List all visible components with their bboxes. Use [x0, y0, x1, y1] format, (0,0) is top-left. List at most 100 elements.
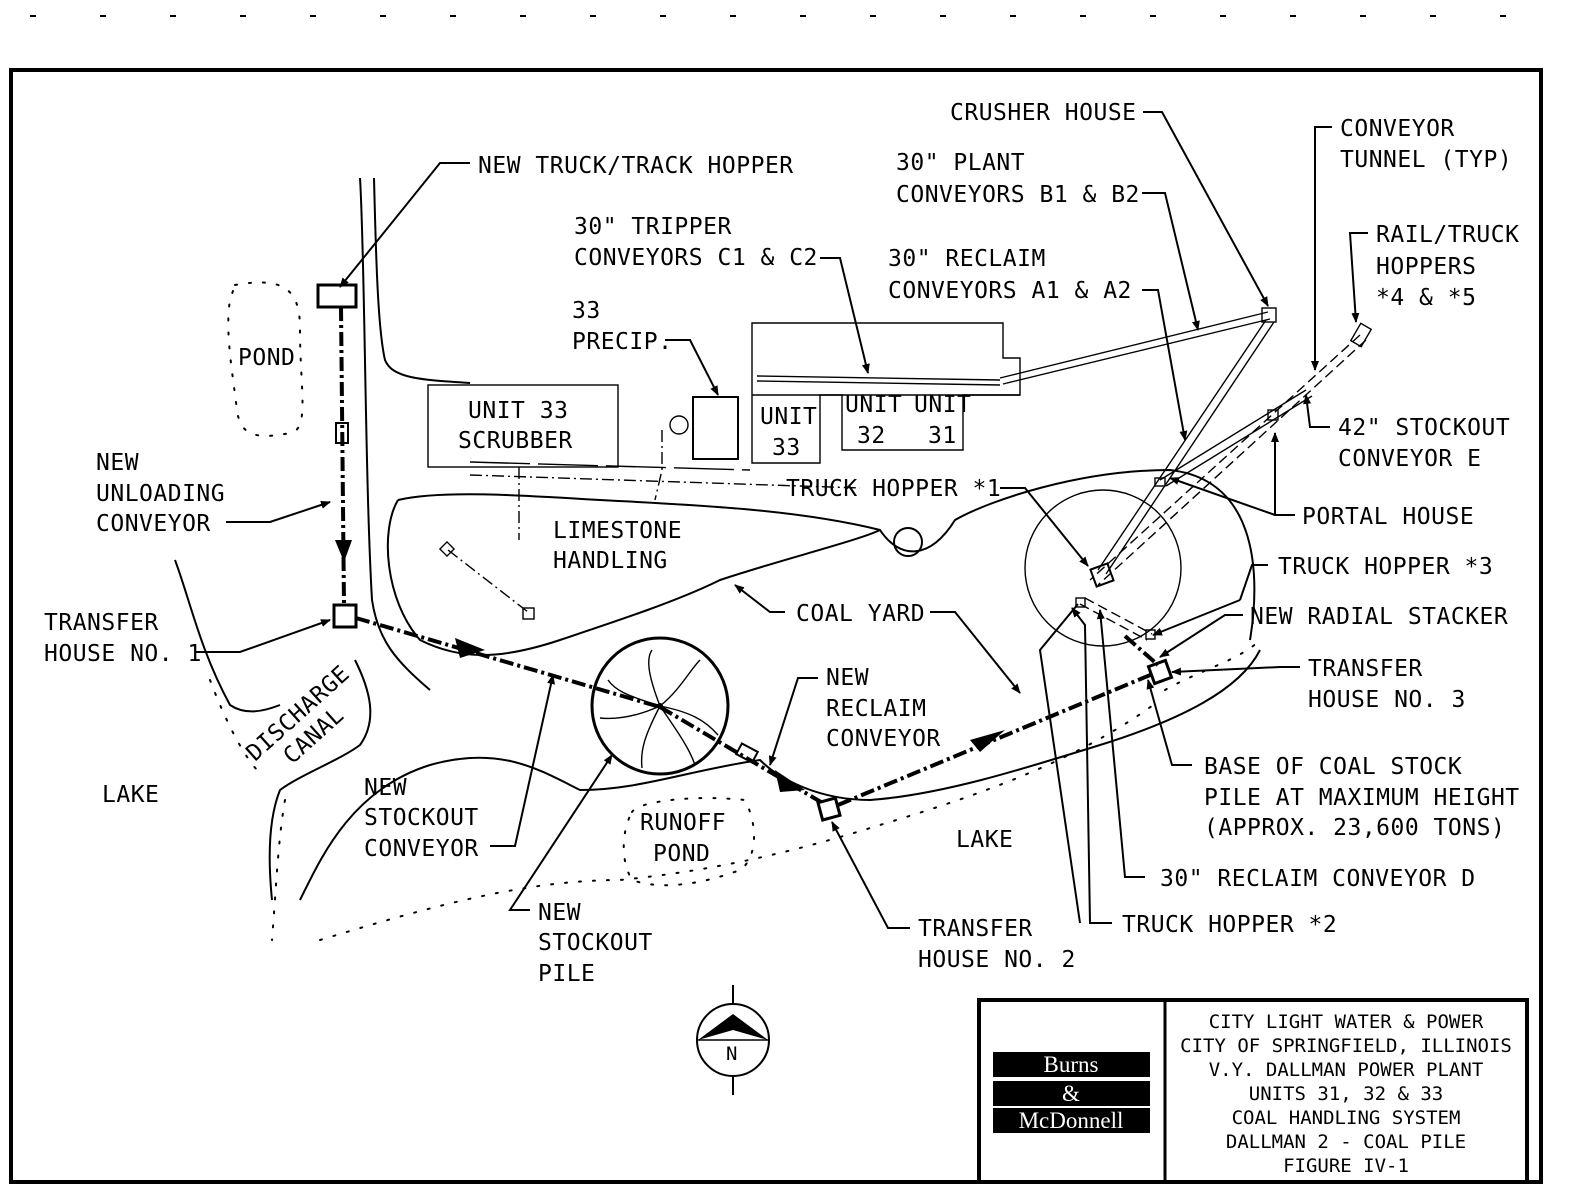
- leader-truck-hopper-1: [1000, 487, 1089, 567]
- label-base-coal-3: (APPROX. 23,600 TONS): [1204, 815, 1505, 841]
- plant-boundary-dashdot: [469, 474, 861, 489]
- label-stockout-e-1: 42" STOCKOUT: [1338, 415, 1510, 441]
- new-conveyor-to-th3: [837, 671, 1156, 807]
- leader-conveyor-tunnel: [1311, 126, 1332, 371]
- label-conveyor-tunnel-2: TUNNEL (TYP): [1340, 147, 1512, 173]
- reclaim-conveyor-a1: [1097, 319, 1267, 571]
- limestone-transfer: [522, 607, 535, 620]
- label-new-reclaim-3: CONVEYOR: [826, 726, 941, 752]
- leader-new-stockout-pile: [508, 754, 613, 911]
- reclaim-conveyor-a2: [1105, 321, 1275, 575]
- label-precip-1: 33: [572, 298, 601, 324]
- label-new-stockout-pile-2: STOCKOUT: [538, 930, 653, 956]
- title-block: Burns & McDonnell CITY LIGHT WATER & POW…: [977, 998, 1529, 1184]
- label-new-stockout-pile-1: NEW: [538, 900, 581, 926]
- label-lake-left: LAKE: [102, 782, 159, 808]
- leader-new-unloading: [226, 501, 331, 523]
- label-transfer-house-3-a: TRANSFER: [1308, 656, 1423, 682]
- limestone-hopper: [438, 540, 456, 558]
- label-lake-right: LAKE: [956, 827, 1013, 853]
- leader-portal-house-1: [1271, 432, 1295, 516]
- label-unit33-num: 33: [772, 435, 801, 461]
- canal-dotted-left: [209, 679, 263, 776]
- title-line-6: DALLMAN 2 - COAL PILE: [1226, 1131, 1466, 1153]
- label-portal-house: PORTAL HOUSE: [1302, 504, 1474, 530]
- unloading-flow-arrow: [335, 540, 352, 562]
- leader-coal-yard-1: [734, 584, 785, 613]
- text-labels: NEW TRUCK/TRACK HOPPER POND UNIT 33 SCRU…: [44, 100, 1520, 987]
- new-stockout-pile: [590, 636, 730, 776]
- leader-tripper: [820, 257, 870, 374]
- label-rail-truck-2: HOPPERS: [1376, 254, 1476, 280]
- pond-outline: [227, 281, 304, 437]
- reclaim-conveyor-d: [1084, 597, 1153, 635]
- logo-line-3: McDonnell: [1019, 1108, 1124, 1133]
- label-new-unloading-3: CONVEYOR: [96, 511, 211, 537]
- label-plant-conveyors-2: CONVEYORS B1 & B2: [896, 182, 1140, 208]
- label-new-unloading-2: UNLOADING: [96, 481, 225, 507]
- title-line-2: CITY OF SPRINGFIELD, ILLINOIS: [1180, 1035, 1512, 1057]
- label-runoff-2: POND: [653, 841, 710, 867]
- rail-truck-conveyor-1: [1089, 334, 1361, 581]
- label-unit31: UNIT: [914, 392, 971, 418]
- leader-precip: [665, 339, 719, 396]
- label-new-reclaim-1: NEW: [826, 665, 869, 691]
- stockout-conveyor-e: [1159, 389, 1307, 481]
- new-stockout-conveyor: [355, 616, 661, 709]
- leader-reclaim-d: [1096, 609, 1145, 878]
- label-new-unloading-1: NEW: [96, 450, 139, 476]
- limestone-conveyor: [447, 549, 529, 613]
- label-rail-truck-3: *4 & *5: [1376, 285, 1476, 311]
- plant-conveyor-b2: [1002, 318, 1271, 385]
- power-plant-building: [751, 322, 1021, 464]
- label-tripper-2: CONVEYORS C1 & C2: [574, 245, 818, 271]
- plant-conveyor-b1: [999, 311, 1269, 379]
- leader-new-reclaim: [768, 677, 818, 766]
- label-new-radial-stacker: NEW RADIAL STACKER: [1250, 604, 1508, 630]
- label-limestone-2: HANDLING: [553, 548, 668, 574]
- coal-yard-boundary-inner: [386, 499, 881, 656]
- label-base-coal-2: PILE AT MAXIMUM HEIGHT: [1204, 785, 1520, 811]
- label-stockout-e-2: CONVEYOR E: [1338, 446, 1481, 472]
- leader-truck-hopper-2-b: [1038, 603, 1081, 924]
- burns-mcdonnell-logo: Burns & McDonnell: [993, 1052, 1150, 1133]
- label-truck-hopper-1: TRUCK HOPPER *1: [786, 476, 1001, 502]
- reclaim-flow-arrow: [775, 770, 805, 792]
- label-crusher-house: CRUSHER HOUSE: [950, 100, 1137, 126]
- leader-transfer-house-1: [196, 619, 331, 653]
- stockout-conveyor-e2: [1165, 395, 1313, 487]
- label-new-truck-track-hopper: NEW TRUCK/TRACK HOPPER: [478, 153, 794, 179]
- plant-boundary-line: [469, 461, 751, 471]
- new-truck-track-hopper: [316, 283, 358, 309]
- canal-bank-right: [268, 659, 372, 901]
- precip-stack: [669, 415, 689, 435]
- label-transfer-house-2-b: HOUSE NO. 2: [918, 947, 1076, 973]
- north-arrow: N: [696, 985, 770, 1095]
- leader-portal-house-2: [1169, 477, 1276, 516]
- pile-contours: [599, 649, 719, 769]
- label-reclaim-d: 30" RECLAIM CONVEYOR D: [1160, 866, 1476, 892]
- transfer-house-1: [332, 603, 358, 629]
- tripper-conveyor-c2: [756, 380, 1001, 386]
- tripper-conveyor-c: [756, 375, 1001, 381]
- new-conveyors: [316, 283, 1174, 822]
- label-new-stockout-conveyor-2: STOCKOUT: [364, 805, 479, 831]
- label-precip-2: PRECIP.: [572, 329, 672, 355]
- leader-truck-track-hopper: [339, 162, 470, 288]
- shore-dotted-left: [271, 799, 286, 941]
- leader-transfer-house-2: [831, 821, 910, 929]
- truck-hopper-2: [1075, 597, 1086, 608]
- label-unit33: UNIT: [760, 404, 817, 430]
- label-conveyor-tunnel-1: CONVEYOR: [1340, 116, 1455, 142]
- leader-plant-conveyors: [1142, 192, 1200, 331]
- label-unit31-num: 31: [928, 423, 957, 449]
- coal-yard-tank: [893, 527, 923, 557]
- stockout-flow-arrow: [455, 638, 485, 658]
- title-line-3: V.Y. DALLMAN POWER PLANT: [1209, 1059, 1484, 1081]
- label-new-stockout-pile-3: PILE: [538, 961, 595, 987]
- logo-bar-3: [993, 1108, 1150, 1133]
- leader-truck-hopper-2-a: [1071, 607, 1112, 924]
- drawing-border: [9, 68, 1543, 1184]
- label-pond: POND: [238, 345, 295, 371]
